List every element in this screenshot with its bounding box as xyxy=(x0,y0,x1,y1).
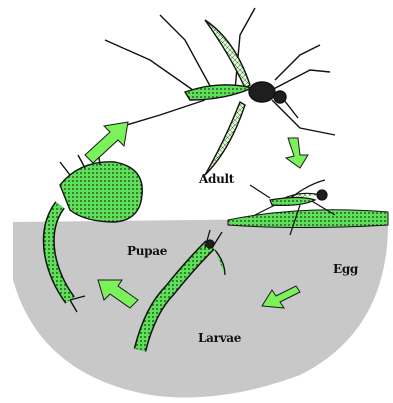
label-larva: Larvae xyxy=(198,331,241,345)
adult-mosquito xyxy=(105,8,335,175)
label-pupa: Pupae xyxy=(127,244,167,258)
water-region xyxy=(13,218,388,398)
arrow-pupa-to-adult xyxy=(85,122,128,163)
arrow-adult-to-egg xyxy=(286,138,308,168)
egg-raft xyxy=(228,210,388,228)
label-egg: Egg xyxy=(333,262,358,276)
label-adult: Adult xyxy=(199,172,234,186)
